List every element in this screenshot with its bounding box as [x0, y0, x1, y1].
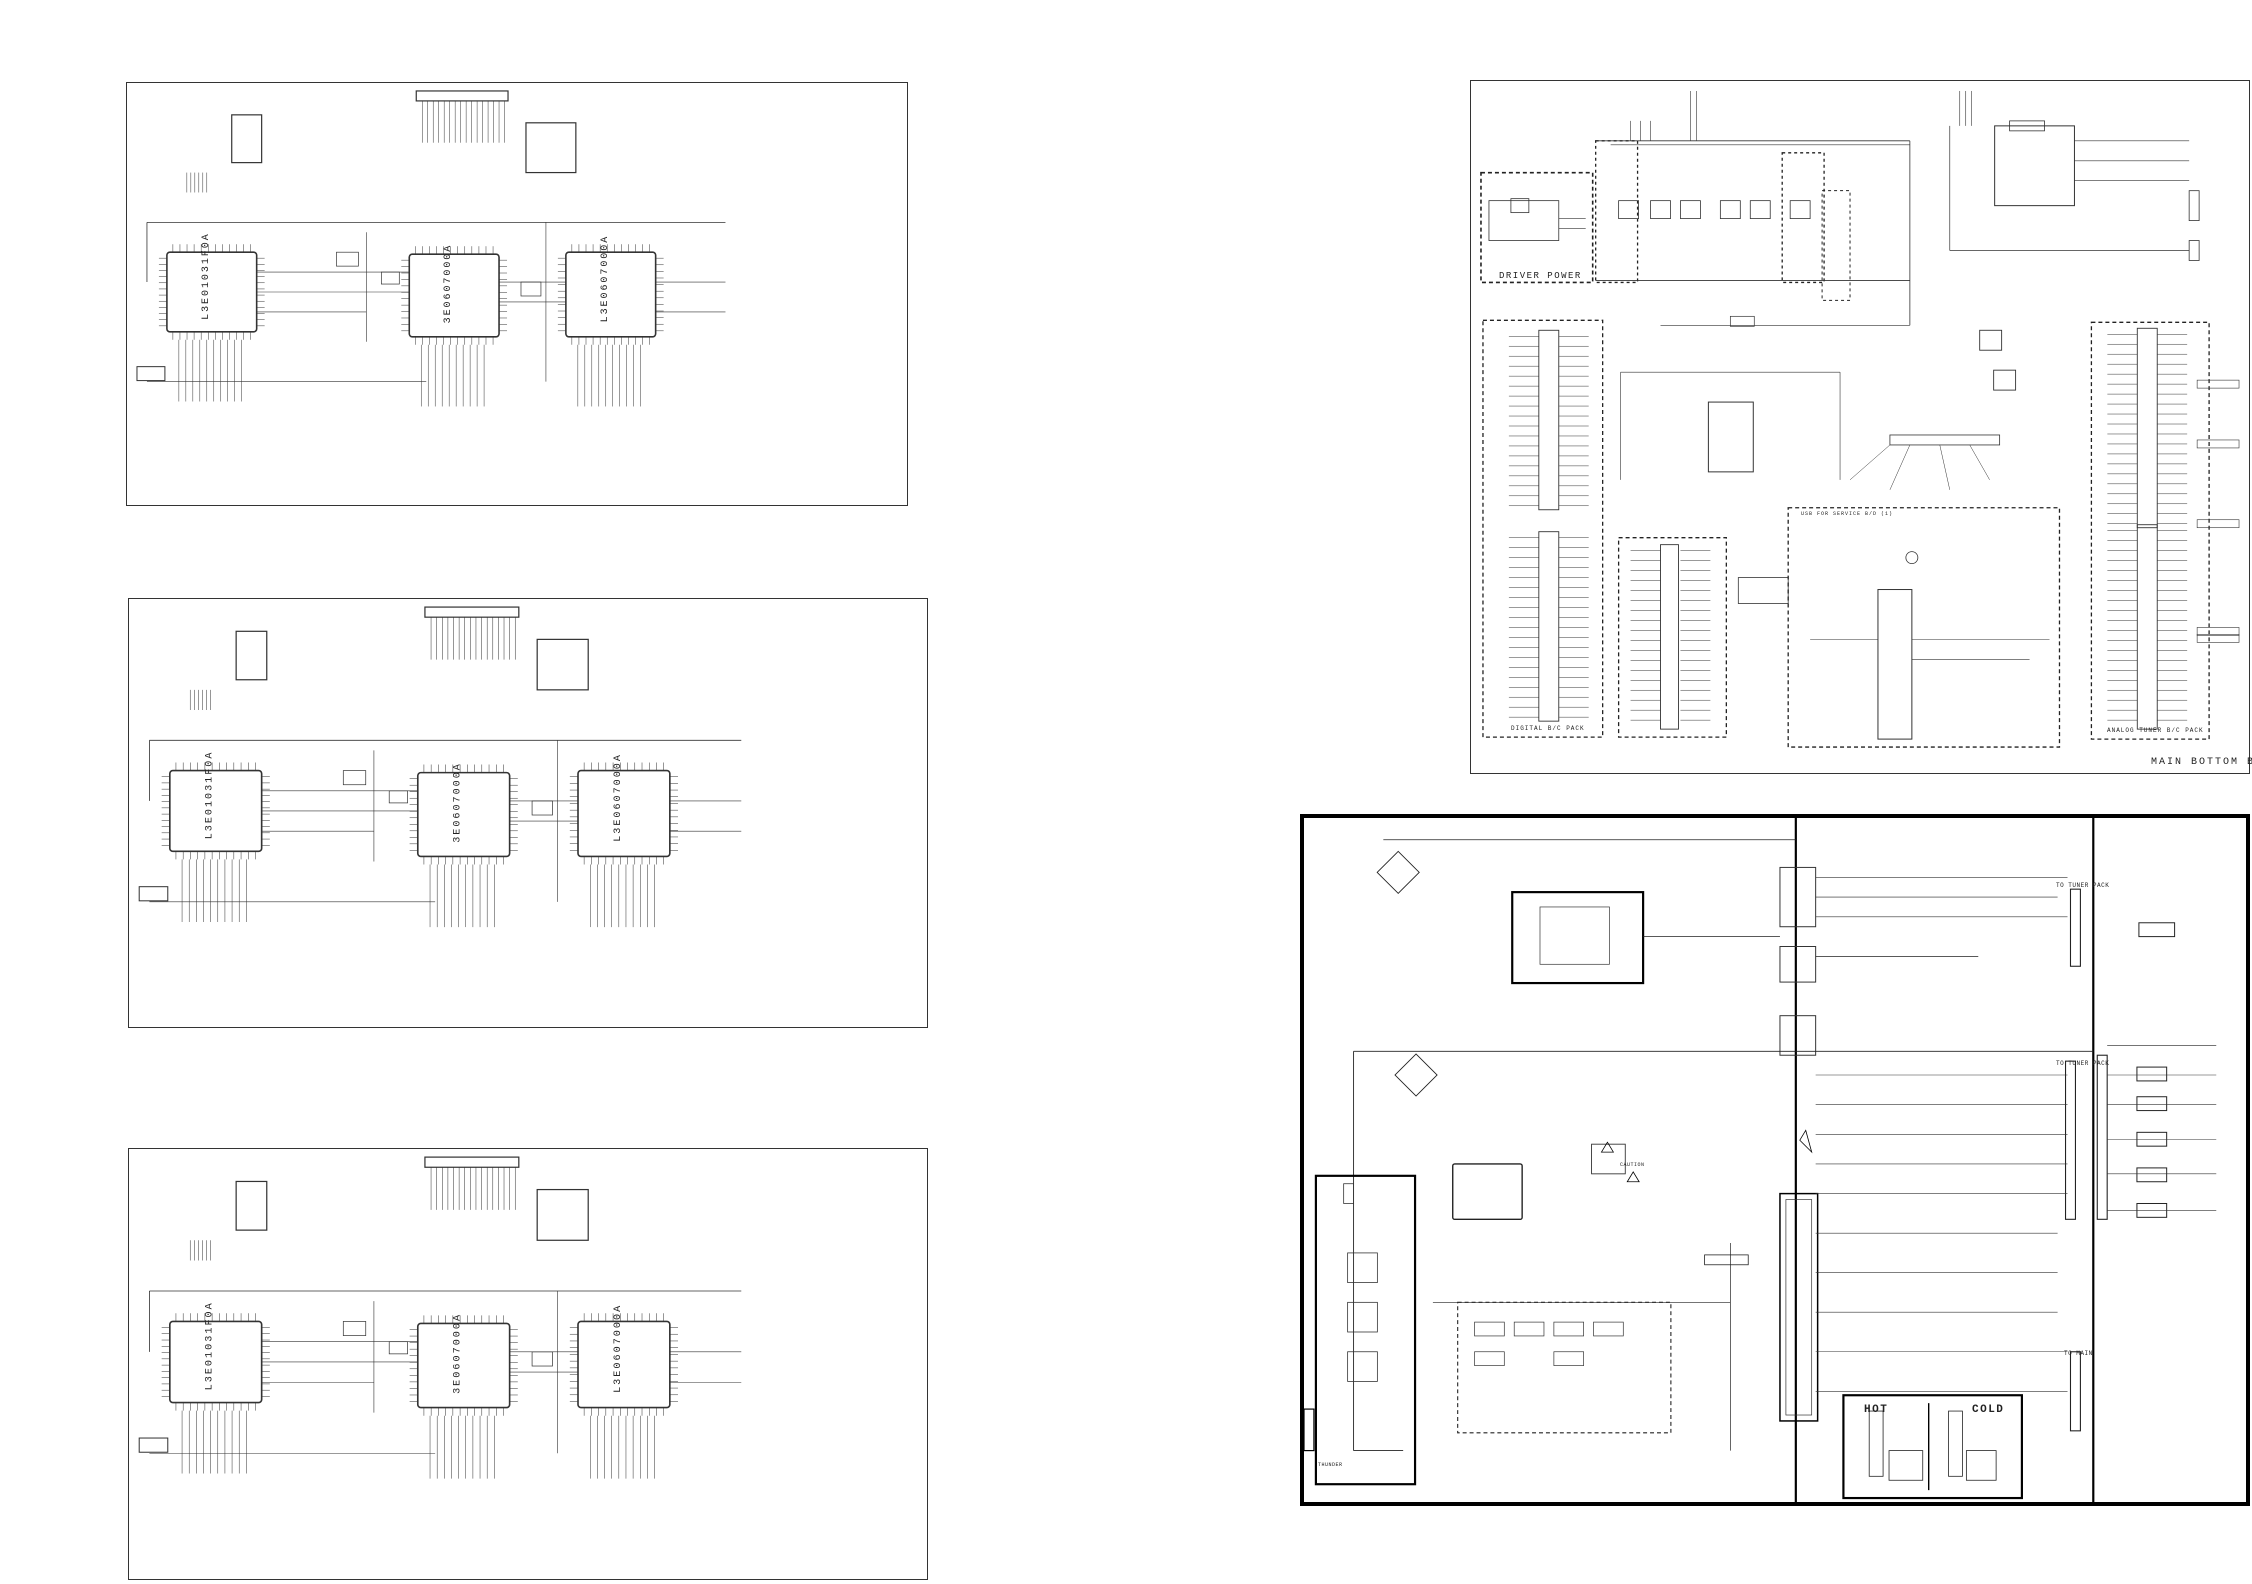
ic-schematic-panel-1: L3E01031F0A 3E0607000A L3E0607000A: [126, 82, 908, 506]
analog-pack-label: ANALOG TUNER B/C PACK: [2107, 727, 2204, 734]
main-bottom-caption: MAIN BOTTOM B/D: [2151, 757, 2252, 768]
chip-label: L3E0607000A: [613, 753, 624, 842]
caution-label: CAUTION: [1620, 1162, 1645, 1168]
schematic-drawing: L3E01031F0A 3E0607000A L3E0607000A: [138, 606, 742, 928]
power-supply-drawing: [1304, 818, 2217, 1502]
to-main-label: TO MAIN: [2064, 1350, 2093, 1357]
to-tuner-pack-label-1: TO TUNER PACK: [2056, 882, 2110, 889]
chip-label: L3E0607000A: [599, 235, 610, 323]
power-supply-panel: HOT COLD TO TUNER PACK TO TUNER PACK TO …: [1300, 814, 2250, 1506]
main-bottom-drawing: [1480, 90, 2240, 748]
schematic-drawing: L3E01031F0A 3E0607000A L3E0607000A: [138, 1156, 742, 1479]
usb-service-label: USB FOR SERVICE B/D (1): [1801, 511, 1894, 517]
digital-pack-label: DIGITAL B/C PACK: [1511, 725, 1585, 732]
ic-schematic-panel-3: L3E01031F0A 3E0607000A L3E0607000A: [128, 1148, 928, 1580]
chip-label: 3E0607000A: [453, 1313, 464, 1394]
chip-label: 3E0607000A: [442, 244, 453, 324]
hot-label: HOT: [1864, 1404, 1889, 1416]
chip-label: L3E0607000A: [613, 1304, 624, 1393]
chip-label: L3E01031F0A: [205, 1301, 216, 1390]
main-bottom-board-panel: DRIVER POWER DIGITAL B/C PACK ANALOG TUN…: [1470, 80, 2252, 774]
thunder-label: THUNDER: [1318, 1462, 1343, 1468]
driver-power-label: DRIVER POWER: [1499, 271, 1582, 281]
cold-label: COLD: [1972, 1404, 2005, 1416]
ic-schematic-panel-2: L3E01031F0A 3E0607000A L3E0607000A: [128, 598, 928, 1028]
chip-label: L3E01031F0A: [200, 232, 211, 320]
chip-label: L3E01031F0A: [205, 751, 216, 840]
to-tuner-pack-label-2: TO TUNER PACK: [2056, 1060, 2110, 1067]
chip-label: 3E0607000A: [453, 762, 464, 843]
schematic-drawing: L3E01031F0A 3E0607000A L3E0607000A: [136, 90, 726, 407]
